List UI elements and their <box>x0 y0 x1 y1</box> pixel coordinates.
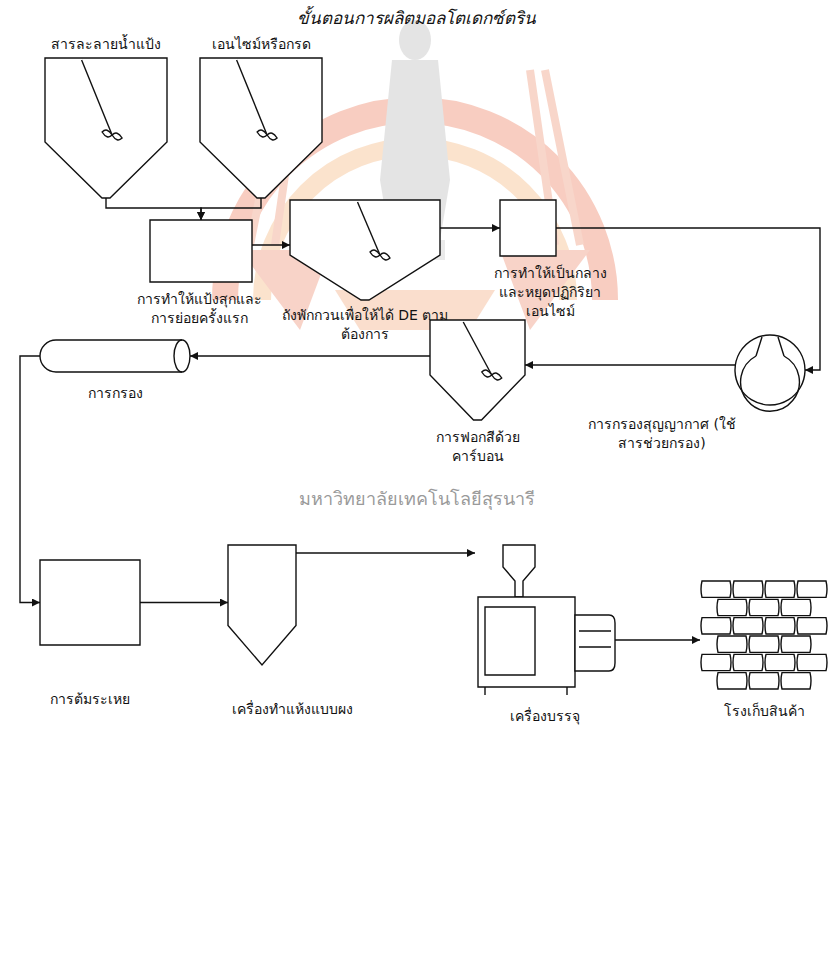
agitator-blade <box>257 130 277 140</box>
packer-panel <box>485 607 535 675</box>
step-label: เครื่องบรรจุ <box>475 707 615 726</box>
shape-outline <box>430 320 525 420</box>
step-label: โรงเก็บสินค้า <box>694 702 833 721</box>
box-node: การทำให้เป็นกลาง และหยุดปฏิกิริยา เอนไซม… <box>500 200 556 256</box>
diagram-title: ขั้นตอนการผลิตมอลโตเดกซ์ตริน <box>0 4 833 31</box>
flow-arrow <box>252 244 290 245</box>
cyl-node: การกรอง <box>40 340 190 372</box>
flow-arrow <box>201 198 261 220</box>
step-label: เครื่องทำแห้งแบบผง <box>207 700 377 719</box>
shape-outline <box>45 58 167 198</box>
flow-arrow <box>296 552 475 553</box>
filter-drum <box>735 335 805 405</box>
flow-arrow <box>440 227 500 228</box>
shape-outline <box>40 560 140 645</box>
filter-drum-inner <box>756 337 784 356</box>
box-node: การต้มระเหย <box>40 560 140 645</box>
tank-node: ถังพักกวนเพื่อให้ได้ DE ตามต้องการ <box>290 200 440 300</box>
filter-cylinder <box>40 340 190 372</box>
packer-bag-seam <box>579 631 611 647</box>
box-node: การทำให้แป้งสุกและ การย่อยครั้งแรก <box>150 220 252 282</box>
shape-outline <box>700 580 828 690</box>
flow-arrow <box>525 364 735 365</box>
agitator-shaft <box>463 322 492 375</box>
hopper-node: สารละลายน้ำแป้ง <box>45 58 167 198</box>
flow-arrow <box>615 639 700 640</box>
step-label: สารละลายน้ำแป้ง <box>26 35 186 54</box>
step-label: ถังพักกวนเพื่อให้ได้ DE ตามต้องการ <box>275 306 455 344</box>
agitator-shaft <box>358 202 381 255</box>
bags-node: โรงเก็บสินค้า <box>700 580 828 690</box>
ring-node: การกรองสุญญากาศ (ใช้สารช่วยกรอง) <box>735 335 805 405</box>
packer-foot <box>485 687 567 695</box>
shape-outline <box>200 58 322 198</box>
step-label: การทำให้เป็นกลาง และหยุดปฏิกิริยา เอนไซม… <box>483 264 618 321</box>
shape-outline <box>735 335 805 405</box>
agitator-blade <box>370 250 390 260</box>
hopper-node: เอนไซม์หรือกรด <box>200 58 322 198</box>
spray-dryer <box>228 545 296 665</box>
flow-arrow <box>106 198 201 220</box>
flow-arrow <box>20 356 40 603</box>
agitator-blade <box>102 130 122 140</box>
packer-node: เครื่องบรรจุ <box>475 545 615 695</box>
shape-outline <box>150 220 252 282</box>
step-label: เอนไซม์หรือกรด <box>181 35 341 54</box>
agitator-shaft <box>237 60 268 135</box>
step-label: การกรอง <box>55 384 175 403</box>
tank-outline <box>290 200 440 300</box>
flow-arrow <box>140 602 228 603</box>
shape-outline <box>40 340 190 372</box>
process-box <box>40 560 140 645</box>
cylinder-end <box>174 340 182 372</box>
tank-node: การฟอกสีด้วย คาร์บอน <box>430 320 525 420</box>
tank-outline <box>430 320 525 420</box>
bag-stack <box>701 581 827 689</box>
shape-outline <box>500 200 556 256</box>
filter-drum-inner <box>741 356 800 411</box>
flow-arrow <box>190 355 430 356</box>
packer-body <box>478 597 575 687</box>
agitator-blade <box>482 370 502 380</box>
step-label: การทำให้แป้งสุกและ การย่อยครั้งแรก <box>124 290 274 328</box>
step-label: การต้มระเหย <box>25 690 155 709</box>
shape-outline <box>228 545 296 665</box>
hopper-outline <box>45 58 167 198</box>
process-box <box>150 220 252 282</box>
packer-hopper <box>503 545 535 597</box>
packer-bag <box>575 615 615 671</box>
dryer-node: เครื่องทำแห้งแบบผง <box>228 545 296 665</box>
watermark-text: มหาวิทยาลัยเทคโนโลยีสุรนารี <box>0 484 833 513</box>
process-box <box>500 200 556 256</box>
agitator-shaft <box>82 60 113 135</box>
hopper-outline <box>200 58 322 198</box>
step-label: การฟอกสีด้วย คาร์บอน <box>413 428 543 466</box>
step-label: การกรองสุญญากาศ (ใช้สารช่วยกรอง) <box>582 415 742 453</box>
shape-outline <box>475 545 615 695</box>
shape-outline <box>290 200 440 300</box>
